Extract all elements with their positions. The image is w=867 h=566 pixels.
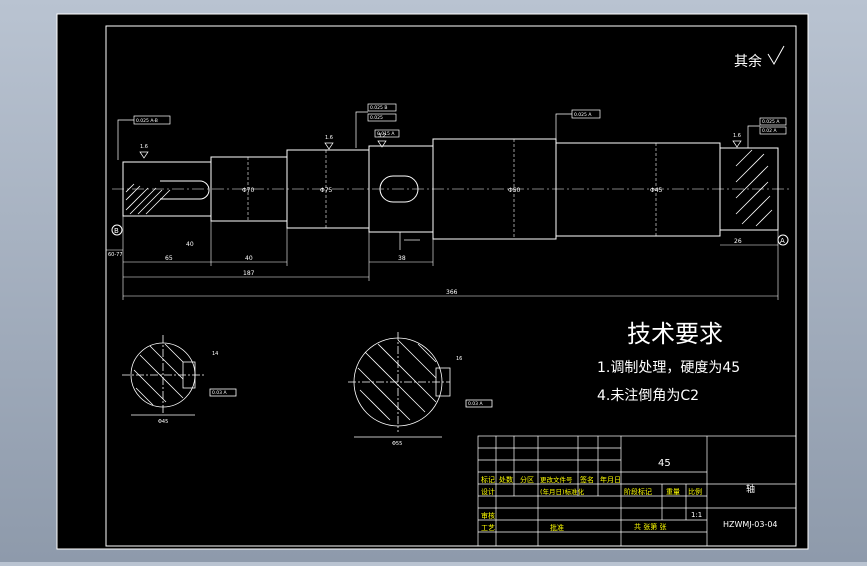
keyway-left: [160, 180, 210, 200]
tb-standardize: (年月日)标准化: [540, 487, 585, 496]
ra-4: 1.6: [733, 133, 741, 139]
tb-h6: 年月日: [600, 475, 621, 484]
ra-2: 1.6: [325, 135, 333, 141]
section-right-width: 16: [456, 356, 462, 362]
tb-scale-label: 比例: [688, 487, 702, 496]
tb-drawing-no: HZWMJ-03-04: [723, 520, 778, 529]
hatch-left: [125, 183, 171, 215]
tol-frame-7: [374, 129, 400, 138]
tb-h3: 分区: [520, 475, 534, 484]
datum-b-circle: [111, 224, 123, 236]
dimension-lines: [106, 216, 779, 300]
roughness-symbol-icon: [767, 45, 785, 65]
section-left-keyway: [182, 361, 196, 389]
section-right-depth: 0.03 A: [468, 401, 483, 407]
tol-frame-3: [367, 113, 397, 122]
tol-text-6: 0.02 A: [762, 128, 777, 134]
dim-d9: Φ70: [242, 187, 255, 194]
sheet-outer-border: [56, 13, 809, 550]
ra-3: 3.2: [378, 133, 386, 139]
tol-text-1: 0.025 A-B: [136, 118, 158, 124]
dim-d5: 366: [446, 289, 458, 296]
tech-req-title: 技术要求: [627, 320, 723, 348]
tol-frame-6: [759, 126, 787, 135]
section-right-keyway: [435, 367, 451, 397]
roughness-icon-3: [377, 140, 387, 148]
tol-text-2: 0.025 B: [370, 105, 387, 111]
tb-weight-label: 重量: [666, 488, 680, 496]
roughness-icon-4: [732, 140, 742, 148]
tb-h4: 更改文件号: [540, 475, 573, 484]
title-block-frame: [477, 435, 797, 547]
tb-sheets: 共 张第 张: [634, 522, 666, 531]
dim-d3: 187: [243, 270, 255, 277]
section-view-left: [122, 335, 237, 416]
tech-req-line2: 4.未注倒角为C2: [597, 388, 699, 404]
dim-d2: 40: [245, 255, 253, 262]
keyway-right: [379, 175, 419, 203]
shaft-body: [122, 138, 779, 240]
dim-d11: Φ50: [508, 187, 521, 194]
dim-d12: Φ45: [650, 187, 663, 194]
section-right-diam: Φ55: [392, 441, 402, 447]
hatch-right: [735, 149, 773, 227]
tol-frame-2: [367, 103, 397, 112]
tol-text-3: 0.025: [370, 115, 383, 121]
title-block: [477, 435, 797, 547]
roughness-icon-2: [324, 142, 334, 150]
roughness-note: 其余: [734, 53, 762, 70]
tb-material: 45: [658, 458, 671, 469]
section-left-width: 14: [212, 351, 218, 357]
tb-approve: 批准: [550, 523, 564, 532]
tech-req-line1: 1.调制处理，硬度为45: [597, 360, 740, 376]
datum-a-label: A: [780, 237, 785, 245]
roughness-icon-1: [139, 151, 149, 159]
tb-process: 工艺: [481, 524, 495, 532]
tol-text-5: 0.025 A: [762, 119, 780, 125]
tb-part-name: 轴: [746, 483, 755, 495]
tolerance-leaders: [117, 103, 787, 250]
dim-d6: 26: [734, 238, 742, 245]
dim-d7: 40: [186, 241, 194, 248]
tol-frame-5: [759, 117, 787, 126]
diameter-lines: [247, 139, 657, 239]
dim-d13: 60-77: [108, 252, 123, 258]
dim-d1: 65: [165, 255, 173, 262]
section-right-tol: [465, 399, 493, 408]
tb-scale: 1:1: [691, 511, 702, 519]
tb-h2: 处数: [499, 475, 513, 484]
surface-finish-symbols: [139, 140, 742, 159]
tb-stage-label: 阶段标记: [624, 487, 652, 496]
section-view-right: [348, 332, 493, 438]
sheet-inner-border: [105, 25, 797, 547]
tol-text-4: 0.025 A: [574, 112, 592, 118]
tb-h1: 标记: [481, 475, 495, 484]
tol-text-7: 0.015 A: [377, 131, 395, 137]
section-left-depth: 0.03 A: [212, 390, 227, 396]
tb-design: 设计: [481, 487, 495, 496]
datum-b-label: B: [114, 227, 119, 235]
ra-1: 1.6: [140, 144, 148, 150]
shaft-segment-7: [719, 147, 779, 231]
tb-review: 审核: [481, 511, 495, 520]
section-left-tol: [209, 388, 237, 397]
section-left-diam: Φ45: [158, 419, 168, 425]
dim-d4: 38: [398, 255, 406, 262]
dim-d10: Φ75: [320, 187, 333, 194]
tb-h5: 签名: [580, 475, 594, 484]
